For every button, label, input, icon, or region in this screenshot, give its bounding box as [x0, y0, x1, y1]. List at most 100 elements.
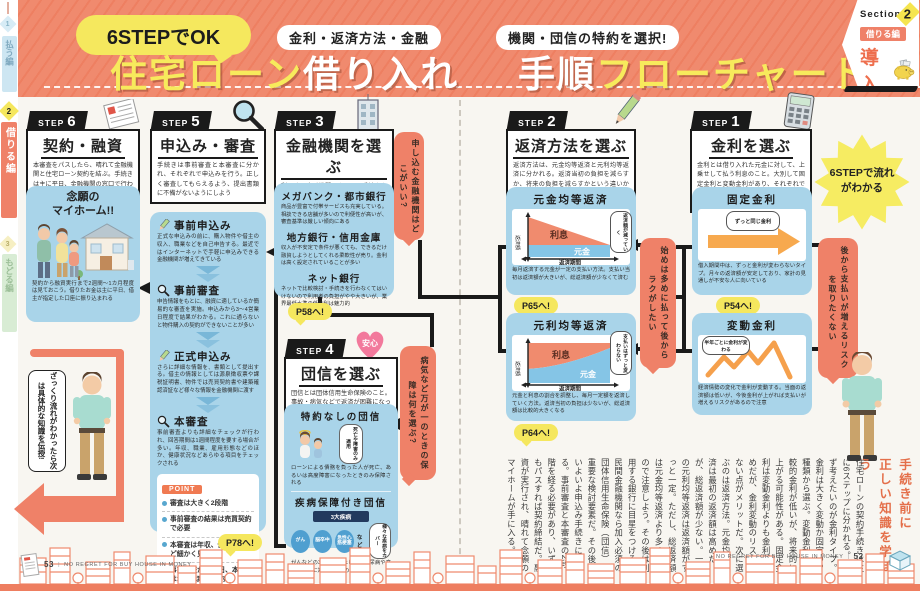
connector — [418, 240, 422, 299]
plain-danshin-desc: ローンによる債務を負った人が死亡、あるいは高度障害になったときのみ保障される — [291, 465, 391, 487]
page-fold-line — [459, 100, 461, 584]
stage3-desc: さらに詳細な情報を、書類として提出する。借主の情報としては源泉徴収票や課税証明書… — [157, 364, 259, 395]
step1-title: 金利を選ぶ — [708, 135, 793, 159]
step4-content-box: 特約なしの団信 死亡や障害のみ適用 ローンによる債務を負った人が死亡、あるいは高… — [284, 404, 398, 574]
principal-equal-desc: 毎月返済する元金が一定の支払い方法。支払い当初は返済額が大きいが、総返済額が少な… — [512, 267, 630, 281]
question-bubble-bank: 申し込む金融機関はどこがいい? — [394, 132, 424, 240]
point-item: 本審査は年収、債務状況など細かく見る — [170, 541, 252, 558]
bullet-icon — [162, 516, 167, 522]
step5-title: 申込み・審査 — [157, 135, 258, 159]
page-ref-badge-54[interactable]: P54へ! — [716, 297, 761, 314]
my-home-title: 念願の マイホーム!! — [52, 191, 114, 217]
chart-note: 支払いはずっと変わらない — [615, 333, 627, 373]
variable-rate-desc: 経済情勢の変化で金利が変動する。当面の返済額は低いが、今後金利が上がれば支払いが… — [698, 385, 806, 407]
header-tag-left: 金利・返済方法・金融 — [277, 25, 442, 50]
wrapup-text: ざっくり流れがわかったら次は具体的な知識を伝授! — [37, 372, 58, 470]
starburst: 6STEPで流れがわかる — [814, 134, 910, 230]
bullet-icon — [162, 500, 167, 506]
footer-left: 53 | NO REGRET FOR BUY HOUSE IN MONEY — [44, 560, 192, 569]
principal-interest-chart: 返済額 返済期間 利息 元金 支払いはずっと変わらない — [512, 331, 632, 393]
question-bubble-insurance: 病気など万が一のときの保障は何を選ぶ? — [400, 346, 436, 480]
step5-desc: 手続きは事前審査と本審査に分かれ、それぞれで申込みを行う。正しく審査してもらえる… — [157, 162, 259, 197]
step5-content-box: 事前申込み 正式な申込みの前に、購入物件や借主の収入、職業などを自己申告する。最… — [150, 212, 266, 591]
stage1-name: 事前申込み — [174, 220, 232, 232]
page-ref-badge-58[interactable]: P58へ! — [288, 303, 333, 320]
principal-equal-title: 元金均等返済 — [533, 194, 609, 206]
sidebar-tab3-number: 3 — [0, 235, 17, 253]
loop-arrow-shaft — [44, 496, 124, 522]
mother-child-illustration — [299, 430, 322, 458]
bank-option-2: 地方銀行・信用金庫 — [286, 233, 382, 245]
principal-interest-equal-title: 元利均等返済 — [533, 320, 609, 332]
bank-option-1: メガバンク・都市銀行 — [281, 192, 387, 203]
heart-icon — [356, 331, 384, 359]
page-ref-badge-64[interactable]: P64へ! — [514, 424, 559, 441]
axis-y-label: 返済額 — [514, 361, 521, 376]
six-step-badge: 6STEPでOK — [76, 15, 251, 55]
magnifier-small-icon — [157, 285, 170, 297]
piggy-bank-icon — [894, 59, 915, 80]
connector — [274, 544, 286, 548]
section-tab-badge: 借りる編 — [860, 27, 907, 41]
page-ref-badge-65[interactable]: P65へ! — [514, 297, 559, 314]
step6-title: 契約・融資 — [40, 135, 125, 159]
step4-title: 団信を選ぶ — [298, 363, 383, 387]
article-headline-line2: 正しい知識を学ぼう — [857, 458, 891, 574]
chart-note: 返済額が減っていく — [615, 212, 627, 252]
footer-divider: | — [58, 561, 61, 568]
stage4-desc: 事前審査よりも詳細なチェックが行われ、回答期間は1週間程度を要する場合が多い。年… — [157, 429, 259, 468]
connector — [682, 245, 686, 353]
principal-interest-equal-desc: 元金と利息の割合を調整し、毎月一定額を返済していく方法。返済当初の負担は少ないが… — [512, 393, 630, 415]
stage4-name: 本審査 — [174, 415, 209, 428]
title-right-yellow: フローチャート — [596, 54, 869, 95]
magnifier-small-icon — [157, 415, 170, 428]
connector — [674, 295, 682, 299]
family-home-illustration — [37, 222, 134, 280]
chart-note-bubble: 半年ごとに金利が変わる — [702, 336, 750, 355]
header-tag-right: 機関・団信の特約を選択! — [496, 25, 680, 50]
bullet-icon — [162, 542, 167, 548]
chevron-down-icon — [196, 266, 220, 275]
variable-rate-box: 変動金利 半年ごとに金利が変わる 経済情勢の変化で金利が変動する。当面の返済額は… — [692, 313, 812, 415]
chart-note: 半年ごとに金利が変わる — [704, 340, 748, 353]
sidebar-tab2-number: 2 — [0, 101, 19, 121]
principal-equal-box: 元金均等返済 返済額 返済期間 利息 元金 返済額が減っていく 毎月返済する元金… — [506, 187, 636, 295]
plain-danshin-note-bubble: 死亡や障害のみ適用 — [339, 424, 363, 464]
chart-note-bubble: ずっと同じ金利 — [726, 211, 780, 231]
footer-divider: | — [847, 553, 850, 560]
sidebar: 1 払う編 2 借りる編 3 もどる編 — [0, 0, 19, 591]
disease-danshin-title: 疾病保障付き団信 — [294, 498, 387, 510]
sidebar-item-pay[interactable]: 払う編 — [2, 36, 17, 92]
connector — [418, 295, 502, 299]
connector — [812, 347, 820, 351]
chart-note: ずっと同じ金利 — [734, 218, 772, 225]
step5-title-box: 申込み・審査 手続きは事前審査と本審査に分かれ、それぞれで申込みを行う。正しく審… — [150, 129, 266, 205]
fixed-rate-chart: ずっと同じ金利 — [698, 209, 806, 261]
article-headline-line1: 手続き前に — [897, 458, 911, 531]
sidebar-item-borrow[interactable]: 借りる編 — [1, 122, 17, 218]
page-title-left: 住宅ローン借り入れ — [110, 44, 459, 98]
bank-option-1-desc: 商品が豊富で付帯サービスも充実している。相談できる店舗が多いので利便性が高いが、… — [281, 204, 387, 226]
stage2-desc: 申告情報をもとに、融資に適しているか簡易的な審査を実施。申込みから3〜4営業日程… — [157, 299, 259, 329]
page-ref-badge-78[interactable]: P78へ! — [218, 534, 263, 551]
variable-rate-title: 変動金利 — [727, 320, 777, 332]
guide-man-illustration — [73, 372, 111, 480]
connector — [498, 349, 506, 353]
pencil-icon — [615, 93, 642, 124]
interest-label: 利息 — [549, 229, 568, 240]
connector — [318, 313, 434, 317]
chart-note-bubble: 返済額が減っていく — [610, 211, 632, 253]
axis-y-label: 返済額 — [514, 235, 521, 250]
interest-label: 利息 — [551, 349, 570, 360]
loop-arrow-top — [30, 349, 124, 357]
sidebar-item-return[interactable]: もどる編 — [2, 254, 17, 332]
chart-note-bubble: 支払いはずっと変わらない — [610, 331, 632, 375]
disease-item: 脳卒中 — [312, 529, 332, 553]
chevron-down-icon — [196, 396, 220, 405]
section-intro-label: 導入 — [860, 48, 882, 86]
principal-equal-chart: 返済額 返済期間 利息 元金 返済額が減っていく — [512, 209, 632, 267]
page-header: 6STEPでOK 金利・返済方法・金融 住宅ローン借り入れ 機関・団信の特約を選… — [18, 0, 920, 97]
fixed-rate-desc: 借入期間中は、ずっと金利が変わらないタイプ。月々の返済額が安定しており、家計の見… — [698, 263, 806, 285]
bank-building-icon — [357, 94, 379, 131]
